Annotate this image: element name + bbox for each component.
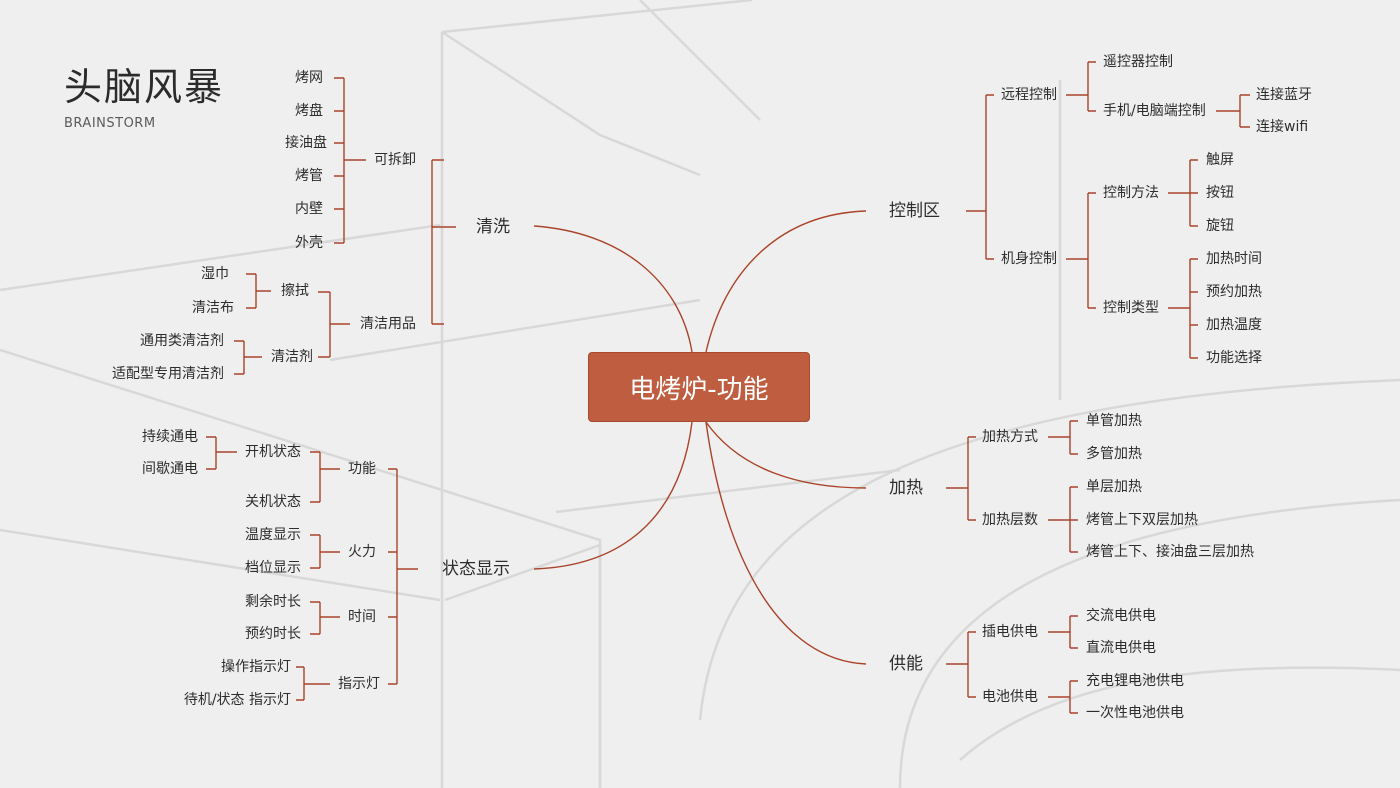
- topic-touchscreen[interactable]: 触屏: [1206, 152, 1234, 168]
- topic-removable[interactable]: 可拆卸: [374, 152, 416, 168]
- topic-remote-control[interactable]: 远程控制: [1001, 87, 1057, 103]
- topic-detergent[interactable]: 清洁剂: [271, 349, 313, 365]
- topic-temperature-display[interactable]: 温度显示: [245, 527, 301, 543]
- topic-time[interactable]: 时间: [348, 609, 376, 625]
- topic-multi-tube[interactable]: 多管加热: [1086, 446, 1142, 462]
- topic-button[interactable]: 按钮: [1206, 185, 1234, 201]
- topic-dc-power[interactable]: 直流电供电: [1086, 640, 1156, 656]
- bracket-layers: [1048, 486, 1078, 553]
- bracket-cleaning: [431, 159, 456, 325]
- bracket-type: [1168, 258, 1198, 359]
- topic-body-control[interactable]: 机身控制: [1001, 251, 1057, 267]
- topic-wipe[interactable]: 擦拭: [281, 283, 309, 299]
- topic-special-detergent[interactable]: 适配型专用清洁剂: [112, 366, 224, 382]
- topic-grill-pan[interactable]: 烤盘: [295, 103, 323, 119]
- link-center-status: [533, 421, 693, 570]
- topic-scheduled-time[interactable]: 预约时长: [245, 626, 301, 642]
- topic-heating-mode[interactable]: 加热方式: [982, 429, 1038, 445]
- bracket-indicator: [296, 666, 330, 701]
- topic-triple-layer[interactable]: 烤管上下、接油盘三层加热: [1086, 544, 1254, 560]
- bracket-status: [388, 468, 418, 685]
- topic-inner-wall[interactable]: 内壁: [295, 201, 323, 217]
- topic-drip-tray[interactable]: 接油盘: [285, 135, 327, 151]
- bracket-power-on: [206, 436, 237, 470]
- topic-knob[interactable]: 旋钮: [1206, 218, 1234, 234]
- topic-supplies[interactable]: 清洁用品: [360, 316, 416, 332]
- bracket-function: [310, 451, 340, 503]
- topic-double-layer[interactable]: 烤管上下双层加热: [1086, 512, 1198, 528]
- bracket-battery: [1048, 680, 1078, 714]
- bracket-body: [1066, 192, 1096, 309]
- topic-heating-time[interactable]: 加热时间: [1206, 251, 1262, 267]
- bracket-remote: [1066, 61, 1096, 112]
- topic-power-supply[interactable]: 供能: [889, 654, 923, 674]
- page-title: 头脑风暴: [64, 65, 225, 109]
- bracket-control: [966, 94, 994, 260]
- page-subtitle: BRAINSTORM: [64, 116, 156, 131]
- topic-status-display[interactable]: 状态显示: [442, 559, 510, 579]
- topic-power-on-state[interactable]: 开机状态: [245, 444, 301, 460]
- bracket-power: [946, 631, 976, 698]
- topic-single-layer[interactable]: 单层加热: [1086, 479, 1142, 495]
- topic-heating-layers[interactable]: 加热层数: [982, 512, 1038, 528]
- topic-control-method[interactable]: 控制方法: [1103, 185, 1159, 201]
- topic-wifi[interactable]: 连接wifi: [1256, 119, 1309, 135]
- bracket-detergent: [234, 340, 262, 375]
- link-center-cleaning: [533, 225, 693, 353]
- topic-ac-power[interactable]: 交流电供电: [1086, 608, 1156, 624]
- topic-cleaning-cloth[interactable]: 清洁布: [192, 300, 234, 316]
- topic-remaining-time[interactable]: 剩余时长: [245, 594, 301, 610]
- topic-plug-power[interactable]: 插电供电: [982, 624, 1038, 640]
- topic-disposable-battery[interactable]: 一次性电池供电: [1086, 705, 1184, 721]
- link-center-power: [705, 421, 867, 665]
- topic-grill-net[interactable]: 烤网: [295, 70, 323, 86]
- topic-cleaning[interactable]: 清洗: [476, 217, 510, 237]
- topic-indicator[interactable]: 指示灯: [338, 676, 380, 692]
- topic-control-area[interactable]: 控制区: [889, 201, 940, 221]
- topic-level-display[interactable]: 档位显示: [245, 560, 301, 576]
- topic-bluetooth[interactable]: 连接蓝牙: [1256, 87, 1312, 103]
- topic-phone-pc-control[interactable]: 手机/电脑端控制: [1103, 103, 1206, 119]
- topic-wet-wipe[interactable]: 湿巾: [201, 266, 229, 282]
- bracket-time: [310, 601, 340, 635]
- topic-general-detergent[interactable]: 通用类清洁剂: [140, 333, 224, 349]
- topic-fire-power[interactable]: 火力: [348, 544, 376, 560]
- bracket-fire: [310, 534, 340, 569]
- bracket-phone: [1216, 94, 1250, 128]
- topic-heating-temperature[interactable]: 加热温度: [1206, 317, 1262, 333]
- topic-control-type[interactable]: 控制类型: [1103, 300, 1159, 316]
- topic-outer-shell[interactable]: 外壳: [295, 235, 323, 251]
- topic-scheduled-heating[interactable]: 预约加热: [1206, 284, 1262, 300]
- central-topic[interactable]: 电烤炉-功能: [588, 352, 810, 422]
- topic-power-off-state[interactable]: 关机状态: [245, 494, 301, 510]
- bracket-method: [1168, 159, 1198, 227]
- topic-intermittent-power[interactable]: 间歇通电: [142, 461, 198, 477]
- link-center-control: [705, 210, 867, 353]
- topic-standby-indicator[interactable]: 待机/状态 指示灯: [183, 692, 291, 708]
- topic-single-tube[interactable]: 单管加热: [1086, 413, 1142, 429]
- bracket-supplies: [318, 291, 350, 358]
- topic-remote-controller[interactable]: 遥控器控制: [1103, 54, 1173, 70]
- bracket-plug: [1048, 615, 1078, 649]
- header: 头脑风暴 BRAINSTORM: [64, 62, 224, 131]
- topic-function[interactable]: 功能: [348, 461, 376, 477]
- bracket-wipe: [246, 273, 271, 309]
- bracket-heating: [946, 436, 976, 521]
- link-center-heating: [705, 421, 867, 489]
- topic-battery-power[interactable]: 电池供电: [982, 689, 1038, 705]
- topic-operation-indicator[interactable]: 操作指示灯: [221, 659, 291, 675]
- bracket-mode: [1048, 420, 1078, 455]
- topic-function-select[interactable]: 功能选择: [1206, 350, 1262, 366]
- topic-heating-tube[interactable]: 烤管: [295, 168, 323, 184]
- topic-heating[interactable]: 加热: [889, 478, 923, 498]
- topic-continuous-power[interactable]: 持续通电: [142, 429, 198, 445]
- topic-lithium-battery[interactable]: 充电锂电池供电: [1086, 673, 1184, 689]
- bracket-removable: [334, 77, 366, 244]
